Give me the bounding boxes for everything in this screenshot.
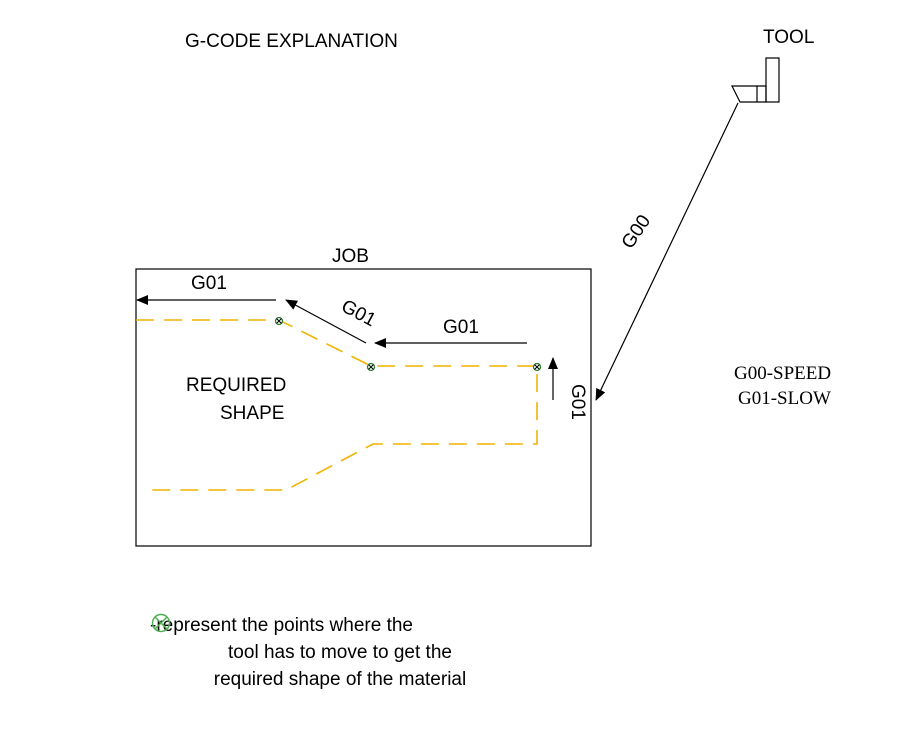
legend-text-line1: -represent the points where the xyxy=(150,615,413,636)
legend-text-line2: tool has to move to get the xyxy=(228,642,452,663)
circle-x-icon xyxy=(151,613,171,633)
rapid-move-label: G00 xyxy=(618,211,655,253)
point-marker xyxy=(366,362,376,372)
diagram-title: G-CODE EXPLANATION xyxy=(185,31,398,52)
feed-move-diagonal-label: G01 xyxy=(338,296,380,331)
legend: -represent the points where the tool has… xyxy=(150,612,550,693)
feed-move-top-label: G01 xyxy=(191,273,227,294)
job-label: JOB xyxy=(332,246,369,267)
feed-move-vertical-label: G01 xyxy=(567,384,588,420)
required-shape-label-line1: REQUIRED xyxy=(186,375,286,396)
required-shape-label-line2: SHAPE xyxy=(220,403,284,424)
slow-note: G01-SLOW xyxy=(738,388,831,409)
tool-label: TOOL xyxy=(763,27,814,48)
job-outline xyxy=(135,268,592,547)
feed-move-middle-label: G01 xyxy=(443,317,479,338)
required-shape-top-path xyxy=(136,319,538,491)
point-marker xyxy=(532,362,542,372)
speed-note: G00-SPEED xyxy=(734,363,831,384)
point-marker xyxy=(274,316,284,326)
legend-first-row: -represent the points where the xyxy=(150,612,550,639)
legend-text-line3: required shape of the material xyxy=(213,669,467,690)
feed-move-diagonal-arrow xyxy=(285,299,367,344)
rapid-move-line xyxy=(595,102,739,401)
tool-icon xyxy=(731,57,780,103)
